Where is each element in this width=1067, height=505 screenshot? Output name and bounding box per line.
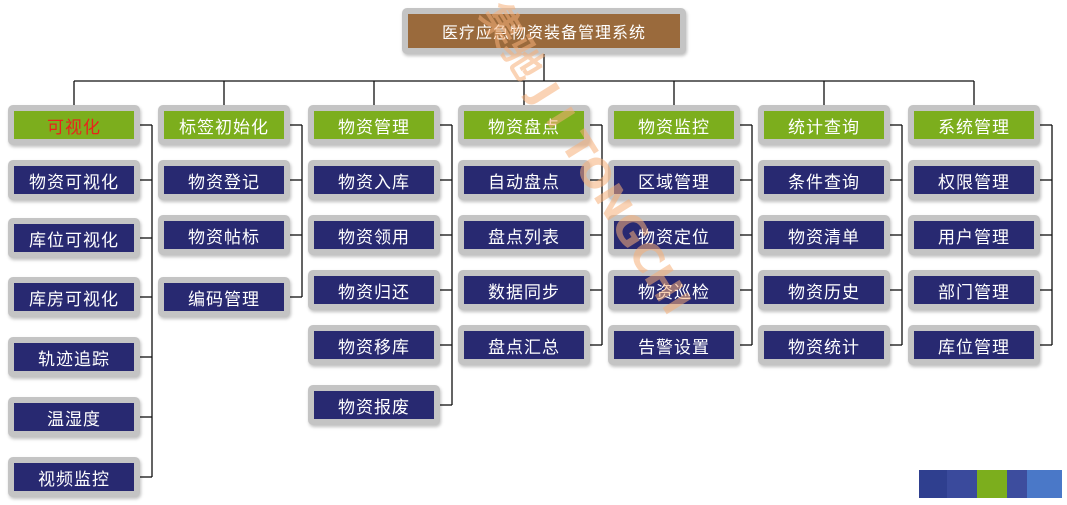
column-0-item-3[interactable]: 轨迹追踪	[8, 337, 140, 377]
brand-logo	[919, 470, 1062, 498]
column-4-item-2-label: 物资巡检	[638, 282, 710, 303]
column-3-item-2-label: 数据同步	[488, 282, 560, 303]
column-5-item-1[interactable]: 物资清单	[758, 215, 890, 255]
column-0-item-4-label: 温湿度	[47, 409, 101, 430]
column-6-item-3-label: 库位管理	[938, 337, 1010, 358]
column-0-item-4[interactable]: 温湿度	[8, 397, 140, 437]
column-header-4[interactable]: 物资监控	[608, 105, 740, 145]
column-2-item-1[interactable]: 物资领用	[308, 215, 440, 255]
column-0-item-0-label: 物资可视化	[29, 172, 119, 193]
column-header-4-label: 物资监控	[638, 117, 710, 138]
column-header-0-label: 可视化	[47, 117, 101, 138]
column-4-item-2[interactable]: 物资巡检	[608, 270, 740, 310]
column-2-item-4[interactable]: 物资报废	[308, 385, 440, 425]
column-3-item-0-label: 自动盘点	[488, 172, 560, 193]
column-0-item-5[interactable]: 视频监控	[8, 457, 140, 497]
column-1-item-2-label: 编码管理	[188, 289, 260, 310]
column-3-item-0[interactable]: 自动盘点	[458, 160, 590, 200]
column-6-item-1-label: 用户管理	[938, 227, 1010, 248]
column-header-2-label: 物资管理	[338, 117, 410, 138]
column-4-item-3-label: 告警设置	[638, 337, 710, 358]
column-header-6[interactable]: 系统管理	[908, 105, 1040, 145]
column-header-3[interactable]: 物资盘点	[458, 105, 590, 145]
column-1-item-0-label: 物资登记	[188, 172, 260, 193]
column-5-item-0-label: 条件查询	[788, 172, 860, 193]
column-header-0[interactable]: 可视化	[8, 105, 140, 145]
column-6-item-1[interactable]: 用户管理	[908, 215, 1040, 255]
column-header-1-label: 标签初始化	[179, 117, 269, 138]
column-5-item-3-label: 物资统计	[788, 337, 860, 358]
column-4-item-0[interactable]: 区域管理	[608, 160, 740, 200]
column-0-item-0[interactable]: 物资可视化	[8, 160, 140, 200]
column-2-item-4-label: 物资报废	[338, 397, 410, 418]
column-3-item-1-label: 盘点列表	[488, 227, 560, 248]
column-2-item-3-label: 物资移库	[338, 337, 410, 358]
column-5-item-0[interactable]: 条件查询	[758, 160, 890, 200]
column-2-item-2[interactable]: 物资归还	[308, 270, 440, 310]
column-2-item-1-label: 物资领用	[338, 227, 410, 248]
column-3-item-2[interactable]: 数据同步	[458, 270, 590, 310]
column-header-2[interactable]: 物资管理	[308, 105, 440, 145]
column-0-item-3-label: 轨迹追踪	[38, 349, 110, 370]
column-5-item-2[interactable]: 物资历史	[758, 270, 890, 310]
column-6-item-3[interactable]: 库位管理	[908, 325, 1040, 365]
column-2-item-0-label: 物资入库	[338, 172, 410, 193]
column-3-item-3-label: 盘点汇总	[488, 337, 560, 358]
column-1-item-0[interactable]: 物资登记	[158, 160, 290, 200]
column-4-item-1-label: 物资定位	[638, 227, 710, 248]
root-node-label: 医疗应急物资装备管理系统	[441, 23, 646, 42]
column-1-item-1-label: 物资帖标	[188, 227, 260, 248]
column-1-item-1[interactable]: 物资帖标	[158, 215, 290, 255]
column-5-item-2-label: 物资历史	[788, 282, 860, 303]
column-2-item-0[interactable]: 物资入库	[308, 160, 440, 200]
column-3-item-3[interactable]: 盘点汇总	[458, 325, 590, 365]
column-6-item-0[interactable]: 权限管理	[908, 160, 1040, 200]
column-0-item-2[interactable]: 库房可视化	[8, 277, 140, 317]
column-6-item-2-label: 部门管理	[938, 282, 1010, 303]
column-0-item-5-label: 视频监控	[38, 469, 110, 490]
column-5-item-3[interactable]: 物资统计	[758, 325, 890, 365]
column-3-item-1[interactable]: 盘点列表	[458, 215, 590, 255]
column-4-item-3[interactable]: 告警设置	[608, 325, 740, 365]
column-6-item-0-label: 权限管理	[938, 172, 1010, 193]
column-0-item-1-label: 库位可视化	[29, 230, 119, 251]
column-header-5[interactable]: 统计查询	[758, 105, 890, 145]
column-6-item-2[interactable]: 部门管理	[908, 270, 1040, 310]
column-0-item-2-label: 库房可视化	[29, 289, 119, 310]
column-2-item-2-label: 物资归还	[338, 282, 410, 303]
column-2-item-3[interactable]: 物资移库	[308, 325, 440, 365]
column-4-item-1[interactable]: 物资定位	[608, 215, 740, 255]
column-5-item-1-label: 物资清单	[788, 227, 860, 248]
column-0-item-1[interactable]: 库位可视化	[8, 218, 140, 258]
column-header-1[interactable]: 标签初始化	[158, 105, 290, 145]
column-header-5-label: 统计查询	[788, 117, 860, 138]
column-4-item-0-label: 区域管理	[638, 172, 710, 193]
column-header-6-label: 系统管理	[938, 117, 1010, 138]
column-header-3-label: 物资盘点	[488, 117, 560, 138]
root-node: 医疗应急物资装备管理系统	[402, 8, 686, 54]
column-1-item-2[interactable]: 编码管理	[158, 277, 290, 317]
